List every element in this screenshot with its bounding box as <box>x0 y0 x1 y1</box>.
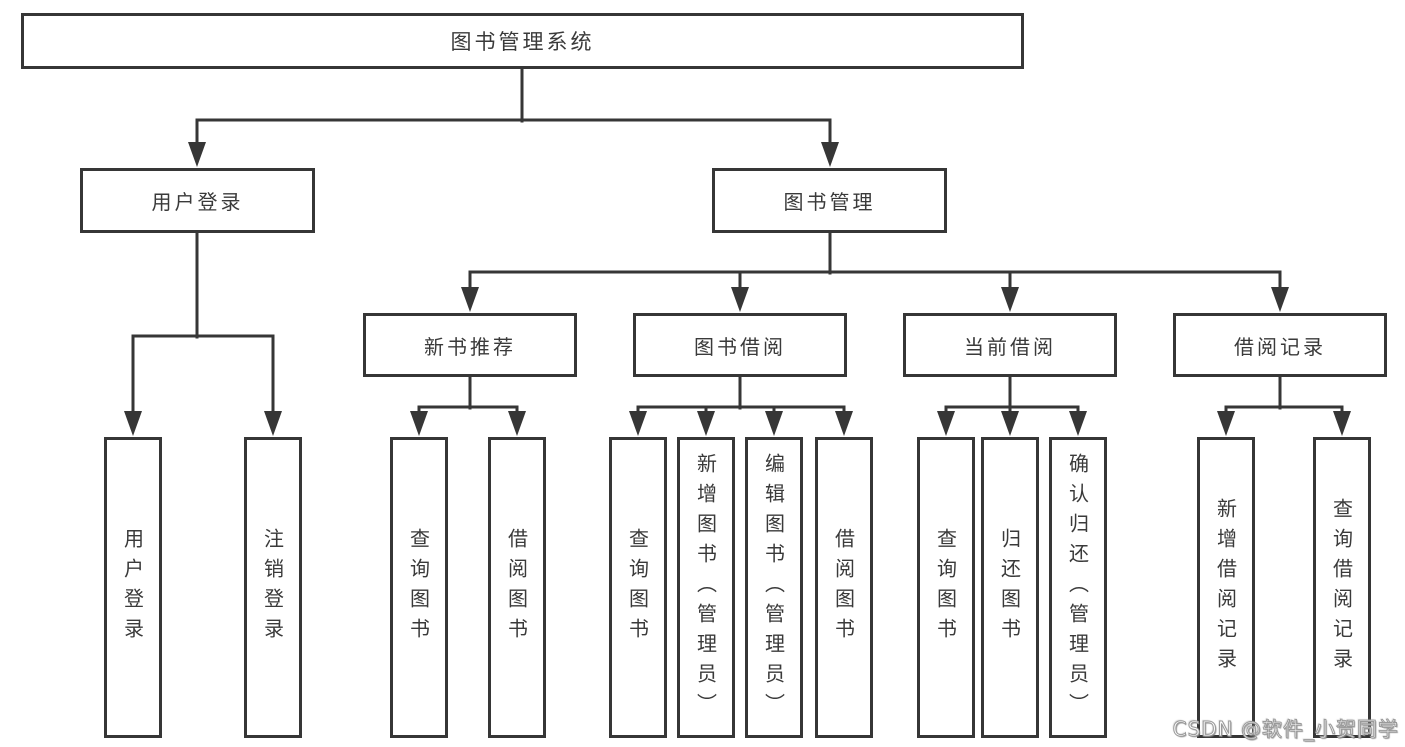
node-current-borrow: 当前借阅 <box>903 313 1117 377</box>
leaf-confirm-return-admin: 确认归还（管理员） <box>1049 437 1107 738</box>
leaf-edit-book-admin: 编辑图书（管理员） <box>745 437 803 738</box>
leaf-query-books-current: 查询图书 <box>917 437 975 738</box>
leaf-user-login: 用户登录 <box>104 437 162 738</box>
node-library-management-system: 图书管理系统 <box>21 13 1024 69</box>
node-user-login: 用户登录 <box>80 168 315 233</box>
leaf-query-books-recommend: 查询图书 <box>390 437 448 738</box>
leaf-return-book: 归还图书 <box>981 437 1039 738</box>
csdn-watermark: CSDN @软件_小贺同学 <box>1172 717 1399 742</box>
leaf-borrow-books: 借阅图书 <box>815 437 873 738</box>
node-book-borrow: 图书借阅 <box>633 313 847 377</box>
leaf-add-book-admin: 新增图书（管理员） <box>677 437 735 738</box>
leaf-add-borrow-record: 新增借阅记录 <box>1197 437 1255 738</box>
leaf-borrow-books-recommend: 借阅图书 <box>488 437 546 738</box>
node-new-book-recommend: 新书推荐 <box>363 313 577 377</box>
leaf-query-borrow-record: 查询借阅记录 <box>1313 437 1371 738</box>
leaf-query-books-borrow: 查询图书 <box>609 437 667 738</box>
node-borrow-records: 借阅记录 <box>1173 313 1387 377</box>
node-book-management: 图书管理 <box>712 168 947 233</box>
leaf-logout: 注销登录 <box>244 437 302 738</box>
